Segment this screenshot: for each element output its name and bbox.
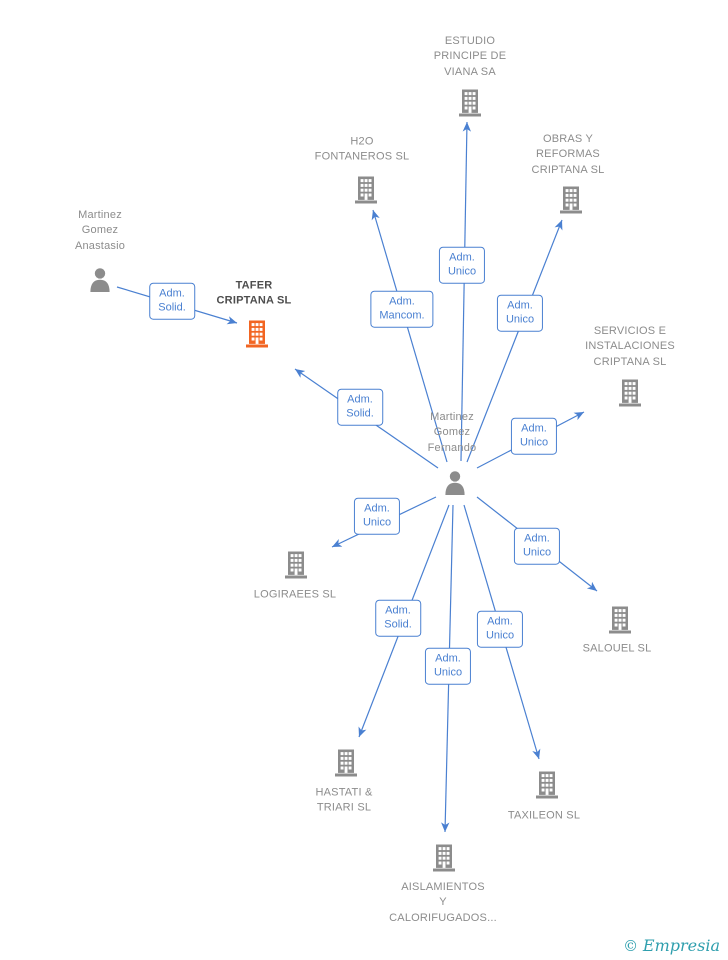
relationship-label: Adm. Unico <box>513 527 561 565</box>
person-icon <box>443 471 467 495</box>
node-label: HASTATI & TRIARI SL <box>315 786 373 814</box>
brand-logo[interactable]: © Empresia <box>623 936 720 955</box>
relationship-label: Adm. Solid. <box>337 388 383 426</box>
node-label: H2O FONTANEROS SL <box>314 135 410 163</box>
edge-martinez-gomez-fernando-to-h2o-fontaneros-sl <box>371 209 448 463</box>
node-label: SERVICIOS E INSTALACIONES CRIPTANA SL <box>585 324 675 368</box>
node-label: AISLAMIENTOS Y CALORIFUGADOS... <box>389 880 497 924</box>
building-icon <box>535 772 559 799</box>
building-icon <box>608 607 632 634</box>
relationship-label: Adm. Unico <box>476 610 524 648</box>
relationship-label: Adm. Unico <box>438 246 486 284</box>
edge-martinez-gomez-fernando-to-estudio-principe-de-viana-sa <box>460 121 472 462</box>
node-label: TAXILEON SL <box>507 809 581 822</box>
node-label: Martinez Gomez Fernando <box>427 410 477 454</box>
relationship-label: Adm. Unico <box>424 647 472 685</box>
node-label: TAFER CRIPTANA SL <box>216 279 292 307</box>
relationship-label: Adm. Unico <box>510 417 558 455</box>
node-label: ESTUDIO PRINCIPE DE VIANA SA <box>433 34 507 78</box>
building-icon <box>458 90 482 117</box>
node-label: Martinez Gomez Anastasio <box>74 208 126 252</box>
building-icon <box>245 321 269 348</box>
building-icon <box>432 845 456 872</box>
relationship-label: Adm. Unico <box>353 497 401 535</box>
edge-martinez-gomez-fernando-to-obras-y-reformas-criptana-sl <box>466 219 563 463</box>
copyright-symbol: © <box>623 937 639 955</box>
relationship-label: Adm. Unico <box>496 294 544 332</box>
building-icon <box>354 177 378 204</box>
person-icon <box>88 268 112 292</box>
relationship-label: Adm. Mancom. <box>370 290 434 328</box>
relationship-label: Adm. Solid. <box>375 599 421 637</box>
building-icon <box>618 380 642 407</box>
relationship-label: Adm. Solid. <box>149 282 195 320</box>
brand-name: Empresia <box>642 936 720 955</box>
node-label: LOGIRAEES SL <box>253 588 337 601</box>
node-label: OBRAS Y REFORMAS CRIPTANA SL <box>531 132 605 176</box>
node-label: SALOUEL SL <box>582 642 652 655</box>
building-icon <box>334 750 358 777</box>
building-icon <box>284 552 308 579</box>
building-icon <box>559 187 583 214</box>
